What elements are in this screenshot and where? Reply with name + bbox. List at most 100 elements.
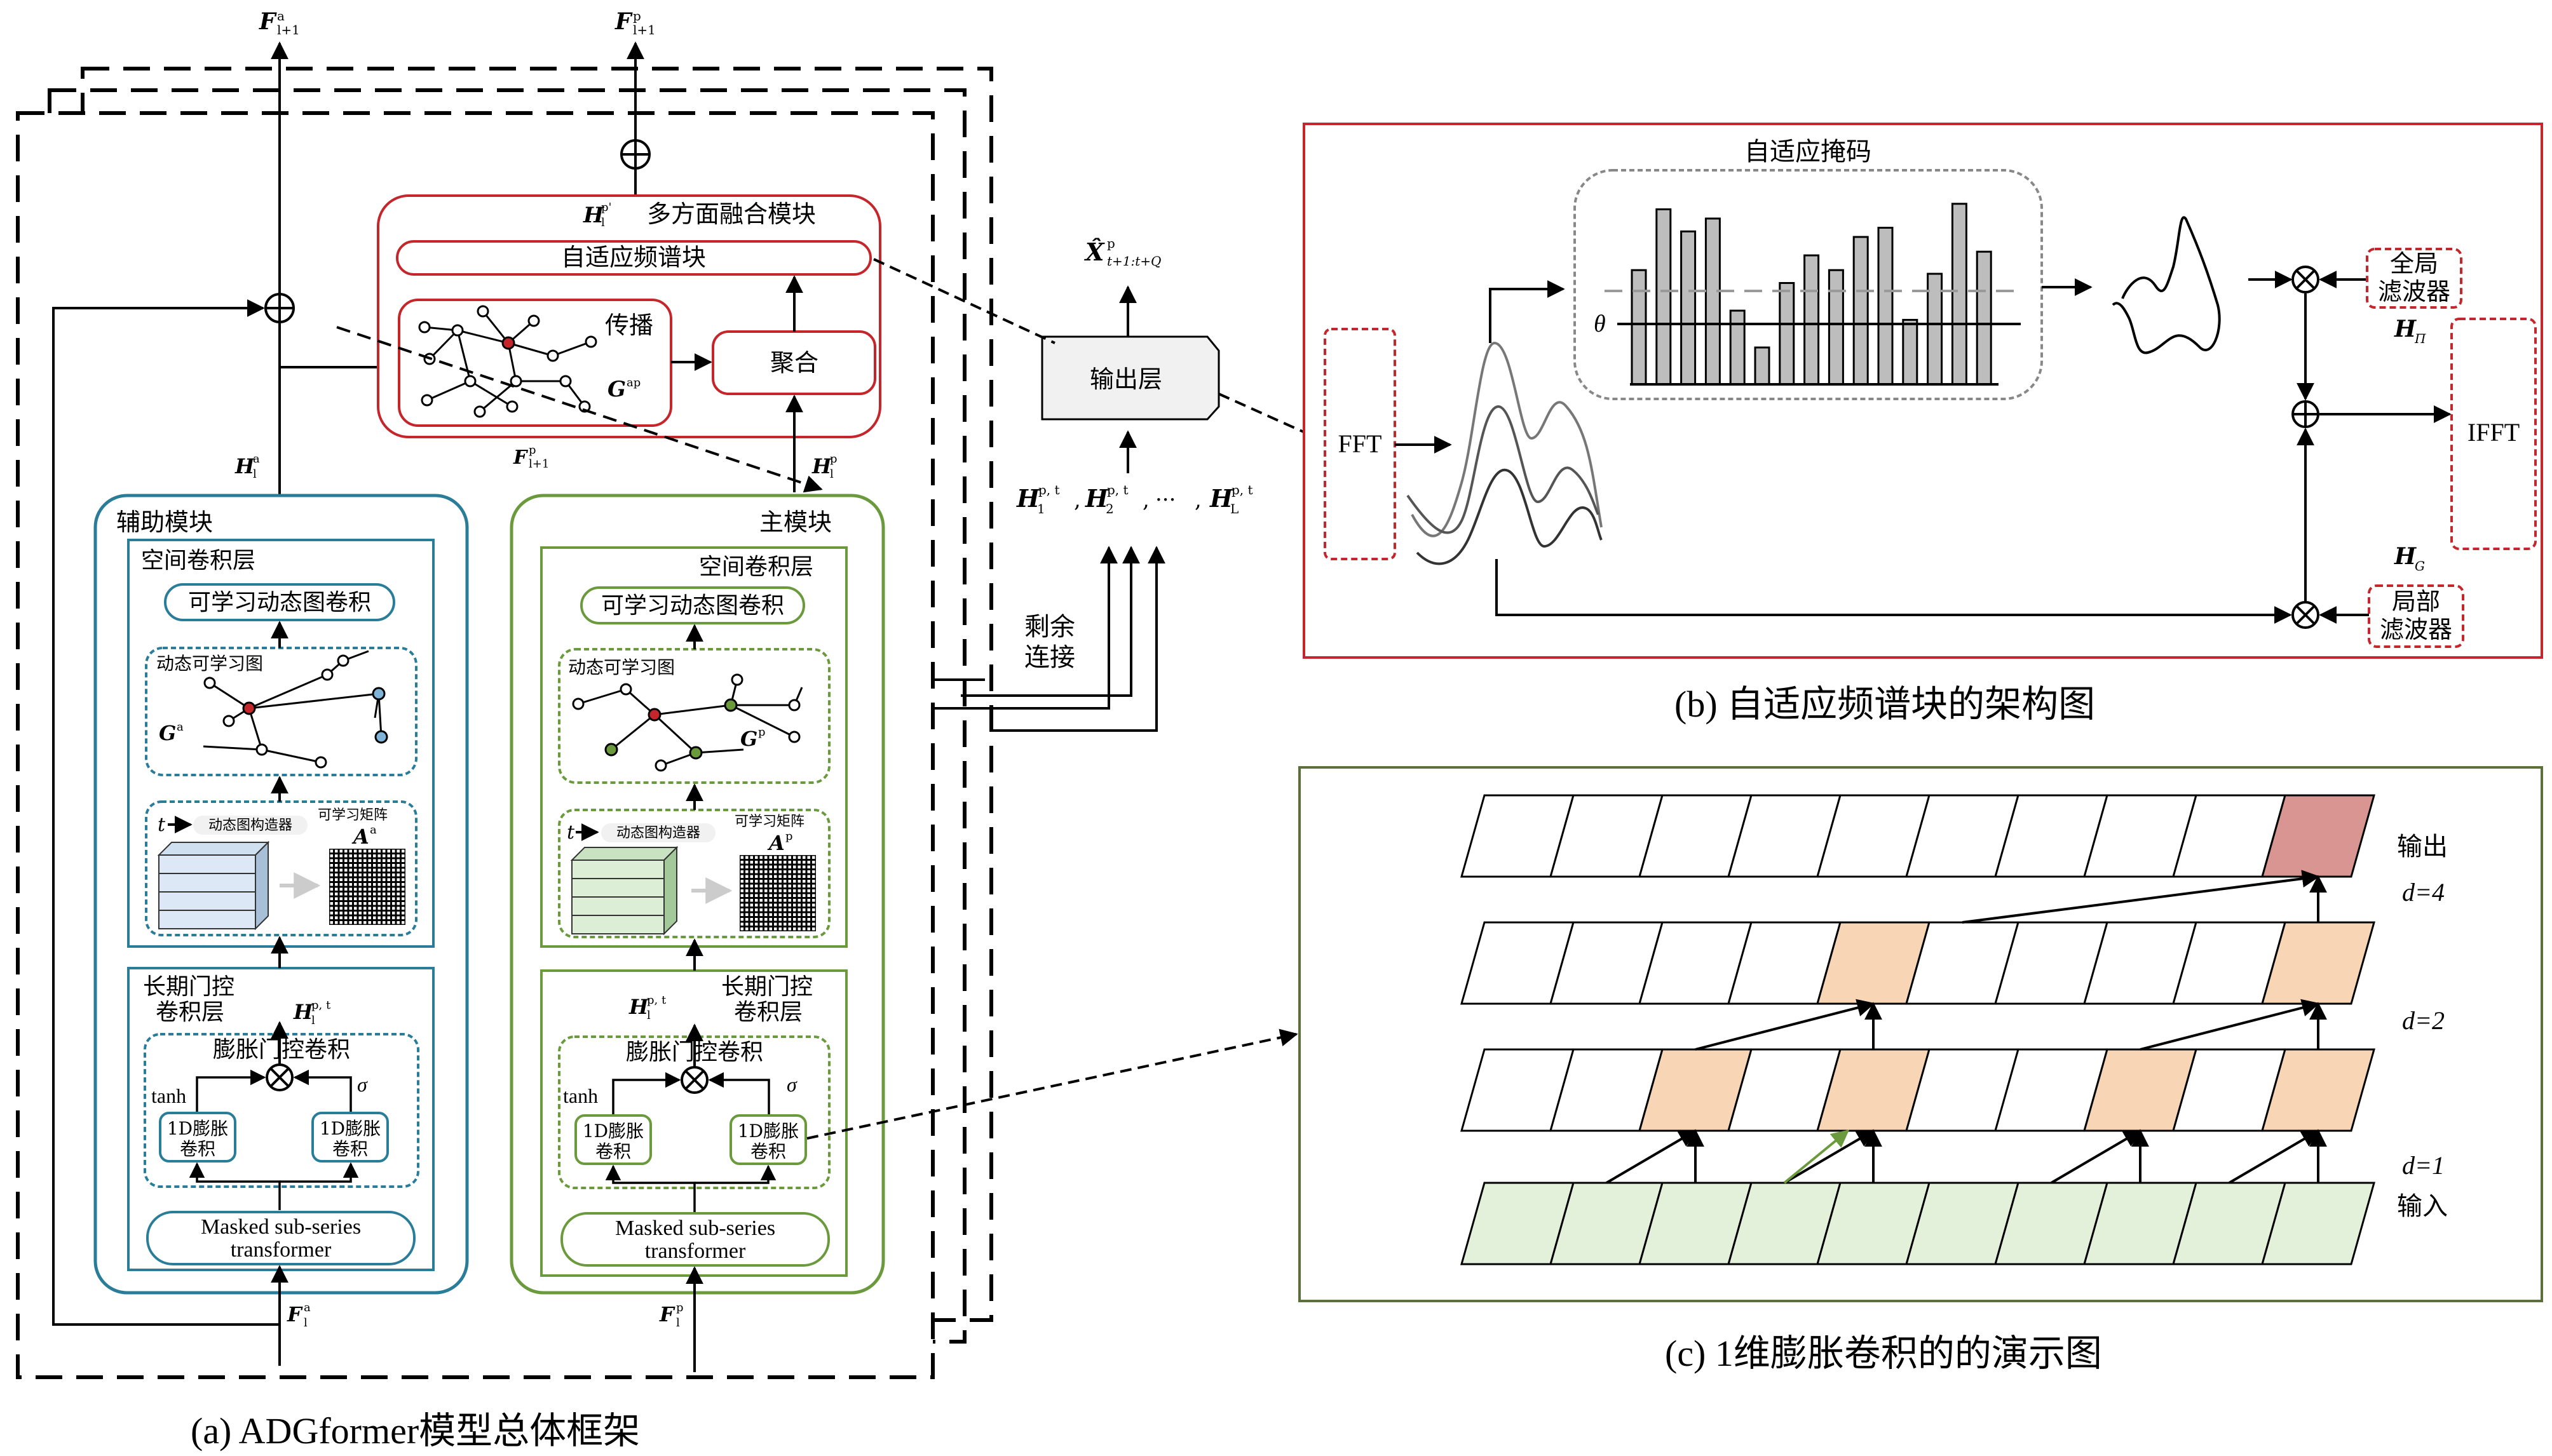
matrix-cell <box>755 884 758 887</box>
matrix-cell <box>784 894 787 897</box>
matrix-cell <box>402 887 405 891</box>
matrix-cell <box>363 907 367 910</box>
matrix-cell <box>354 873 357 877</box>
matrix-cell <box>764 865 768 868</box>
matrix-cell <box>344 893 348 896</box>
matrix-cell <box>358 916 362 919</box>
svg-text:p: p <box>758 725 766 739</box>
svg-text:l: l <box>601 216 605 229</box>
matrix-cell <box>764 870 768 873</box>
matrix-cell <box>788 922 791 926</box>
svg-text:H: H <box>234 454 255 478</box>
matrix-cell <box>339 868 343 872</box>
adaptive-spectral-block-label: 自适应频谱块 <box>561 243 706 271</box>
matrix-cell <box>383 878 386 881</box>
matrix-cell <box>750 889 753 893</box>
local-filter-box <box>2368 584 2464 648</box>
matrix-cell <box>392 912 395 915</box>
svg-text:H: H <box>811 454 832 478</box>
matrix-cell <box>750 870 753 873</box>
matrix-cell <box>750 861 753 864</box>
svg-text:p: p <box>830 452 838 466</box>
svg-text:,: , <box>1195 487 1202 513</box>
matrix-cell <box>402 912 405 915</box>
matrix-cell <box>778 856 782 859</box>
matrix-cell <box>363 873 367 877</box>
matrix-cell <box>764 889 768 893</box>
matrix-cell <box>349 921 352 924</box>
matrix-cell <box>368 907 371 910</box>
matrix-cell <box>402 849 405 853</box>
matrix-cell <box>330 902 333 905</box>
matrix-cell <box>798 884 801 887</box>
svg-text:p, t: p, t <box>647 994 667 1007</box>
svg-text:卷积: 卷积 <box>332 1138 368 1159</box>
matrix-cell <box>778 899 782 902</box>
matrix-cell <box>387 849 390 853</box>
svg-text:tanh: tanh <box>151 1084 186 1107</box>
matrix-cell <box>339 854 343 858</box>
matrix-cell <box>778 861 782 864</box>
svg-text:F: F <box>259 8 277 35</box>
matrix-cell <box>788 870 791 873</box>
svg-text:t+1:t+Q: t+1:t+Q <box>1107 253 1161 269</box>
matrix-cell <box>339 864 343 867</box>
svg-text:全局: 全局 <box>2390 250 2438 278</box>
add-operator-b <box>2291 400 2319 428</box>
matrix-cell <box>793 884 796 887</box>
matrix-cell <box>368 912 371 915</box>
matrix-cell <box>769 908 772 912</box>
matrix-cell <box>387 921 390 924</box>
svg-text:G: G <box>159 721 176 745</box>
matrix-cell <box>793 889 796 893</box>
matrix-cell <box>788 856 791 859</box>
svg-text:F: F <box>287 1302 303 1326</box>
matrix-cell <box>368 873 371 877</box>
aux-matrix-label: 可学习矩阵 <box>318 807 388 823</box>
aux-module: 辅助模块 空间卷积层 可学习动态图卷积 动态可学习图 G <box>93 494 469 1366</box>
matrix-cell <box>397 897 400 900</box>
matrix-cell <box>759 865 763 868</box>
matrix-cell <box>812 875 815 878</box>
matrix-cell <box>339 921 343 924</box>
matrix-cell <box>812 894 815 897</box>
svg-text:p, t: p, t <box>1107 482 1129 497</box>
svg-text:l+1: l+1 <box>633 22 656 37</box>
matrix-cell <box>387 893 390 896</box>
matrix-cell <box>383 873 386 877</box>
matrix-cell <box>759 884 763 887</box>
matrix-cell <box>745 913 749 916</box>
matrix-cell <box>373 916 376 919</box>
fft-label: FFT <box>1338 429 1382 458</box>
matrix-cell <box>373 859 376 862</box>
left-add-operator <box>264 293 295 323</box>
svg-text:a: a <box>304 1301 311 1314</box>
matrix-cell <box>383 907 386 910</box>
matrix-cell <box>788 875 791 878</box>
matrix-cell <box>368 916 371 919</box>
matrix-cell <box>377 873 381 877</box>
aux-h-label: H p, t l <box>293 999 331 1027</box>
svg-text:transformer: transformer <box>645 1239 746 1263</box>
matrix-cell <box>803 856 806 859</box>
matrix-cell <box>330 859 333 862</box>
matrix-cell <box>784 875 787 878</box>
matrix-cell <box>764 918 768 921</box>
matrix-cell <box>358 878 362 881</box>
matrix-cell <box>803 922 806 926</box>
matrix-cell <box>764 913 768 916</box>
matrix-cell <box>349 907 352 910</box>
matrix-cell <box>363 849 367 853</box>
matrix-cell <box>349 883 352 886</box>
matrix-cell <box>383 854 386 858</box>
mask-bar <box>1680 230 1697 386</box>
matrix-cell <box>373 907 376 910</box>
matrix-cell <box>344 912 348 915</box>
matrix-cell <box>784 927 787 931</box>
dilation-link <box>1783 1129 1875 1184</box>
matrix-cell <box>788 918 791 921</box>
matrix-cell <box>812 884 815 887</box>
dilation-link <box>1605 1129 1697 1184</box>
matrix-cell <box>807 913 810 916</box>
matrix-cell <box>402 854 405 858</box>
